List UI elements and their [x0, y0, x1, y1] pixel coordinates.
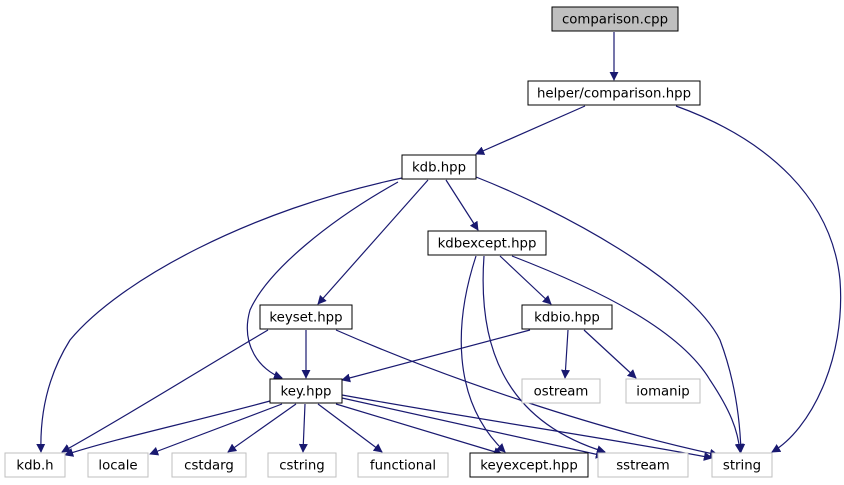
edge-kdb-hpp-to-kdb-h: [36, 177, 403, 453]
edge-key-hpp-to-kdb-h: [64, 400, 271, 457]
node-box: [267, 452, 337, 478]
node-ostream: ostream: [521, 378, 601, 404]
node-sstream: sstream: [597, 452, 689, 478]
nodes-layer: comparison.cpp helper/comparison.hpp kdb.h…: [4, 6, 773, 478]
node-box: [259, 304, 353, 330]
node-functional: functional: [357, 452, 449, 478]
edge-kdb-hpp-to-string: [475, 176, 746, 453]
node-label: comparison.cpp: [562, 13, 668, 28]
edge-key-hpp-to-sstream: [341, 397, 605, 459]
node-cstdarg: cstdarg: [171, 452, 247, 478]
edge-kdb-hpp-to-keyset-hpp: [317, 179, 429, 305]
node-box: [401, 154, 477, 180]
node-label: locale: [98, 459, 137, 474]
edge-kdbio-hpp-to-key-hpp: [341, 329, 531, 383]
node-box: [269, 378, 343, 404]
edge-kdb-hpp-to-key-hpp: [246, 181, 399, 380]
node-box: [521, 304, 613, 330]
node-box: [521, 378, 601, 404]
node-locale: locale: [87, 452, 149, 478]
node-key-hpp[interactable]: key.hpp: [269, 378, 343, 404]
node-box: [469, 452, 589, 478]
node-box: [551, 6, 679, 32]
edge-kdbio-hpp-to-iomanip: [583, 329, 637, 379]
node-box: [625, 378, 701, 404]
node-label: iomanip: [636, 385, 690, 400]
edge-kdbexcept-hpp-to-sstream: [482, 255, 606, 454]
node-label: helper/comparison.hpp: [537, 87, 691, 102]
node-box: [711, 452, 773, 478]
node-keyexcept-hpp[interactable]: keyexcept.hpp: [469, 452, 589, 478]
edge-kdbio-hpp-to-ostream: [561, 329, 570, 379]
node-label: keyexcept.hpp: [480, 459, 578, 474]
node-label: cstdarg: [184, 459, 234, 474]
node-label: kdb.h: [16, 459, 53, 474]
node-helper-comparison-hpp[interactable]: helper/comparison.hpp: [527, 80, 701, 106]
node-label: functional: [370, 459, 436, 474]
node-box: [427, 230, 547, 256]
edge-kdbexcept-hpp-to-keyexcept-hpp: [460, 255, 506, 453]
node-string: string: [711, 452, 773, 478]
node-cstring: cstring: [267, 452, 337, 478]
edge-key-hpp-to-locale: [149, 403, 283, 456]
node-kdbio-hpp[interactable]: kdbio.hpp: [521, 304, 613, 330]
edge-key-hpp-to-cstdarg: [227, 403, 297, 453]
node-label: sstream: [616, 459, 670, 474]
node-iomanip: iomanip: [625, 378, 701, 404]
edge-key-hpp-to-string: [341, 394, 713, 461]
node-comparison-cpp[interactable]: comparison.cpp: [551, 6, 679, 32]
edge-kdbexcept-hpp-to-string: [511, 255, 744, 453]
node-kdbexcept-hpp[interactable]: kdbexcept.hpp: [427, 230, 547, 256]
edges-layer: [36, 32, 842, 461]
edge-helper-comparison-hpp-to-string: [675, 105, 842, 453]
node-label: kdb.hpp: [412, 161, 466, 176]
node-kdb-hpp[interactable]: kdb.hpp: [401, 154, 477, 180]
edge-key-hpp-to-keyexcept-hpp: [335, 403, 503, 456]
node-box: [357, 452, 449, 478]
node-box: [171, 452, 247, 478]
node-box: [4, 452, 66, 478]
node-box: [87, 452, 149, 478]
node-label: key.hpp: [281, 385, 332, 400]
edge-kdbexcept-hpp-to-kdbio-hpp: [499, 255, 552, 305]
edge-keyset-hpp-to-kdb-h: [61, 329, 269, 453]
node-label: ostream: [534, 385, 589, 400]
edge-key-hpp-to-cstring: [298, 403, 308, 453]
edge-kdb-hpp-to-kdbexcept-hpp: [445, 179, 479, 231]
node-label: kdbexcept.hpp: [438, 237, 537, 252]
node-keyset-hpp[interactable]: keyset.hpp: [259, 304, 353, 330]
node-kdb-h: kdb.h: [4, 452, 66, 478]
node-label: string: [723, 459, 761, 474]
node-label: kdbio.hpp: [534, 311, 600, 326]
edge-helper-comparison-hpp-to-kdb-hpp: [475, 105, 586, 155]
edge-key-hpp-to-functional: [317, 403, 383, 453]
node-label: cstring: [279, 459, 324, 474]
node-label: keyset.hpp: [269, 311, 342, 326]
node-box: [597, 452, 689, 478]
node-box: [527, 80, 701, 106]
